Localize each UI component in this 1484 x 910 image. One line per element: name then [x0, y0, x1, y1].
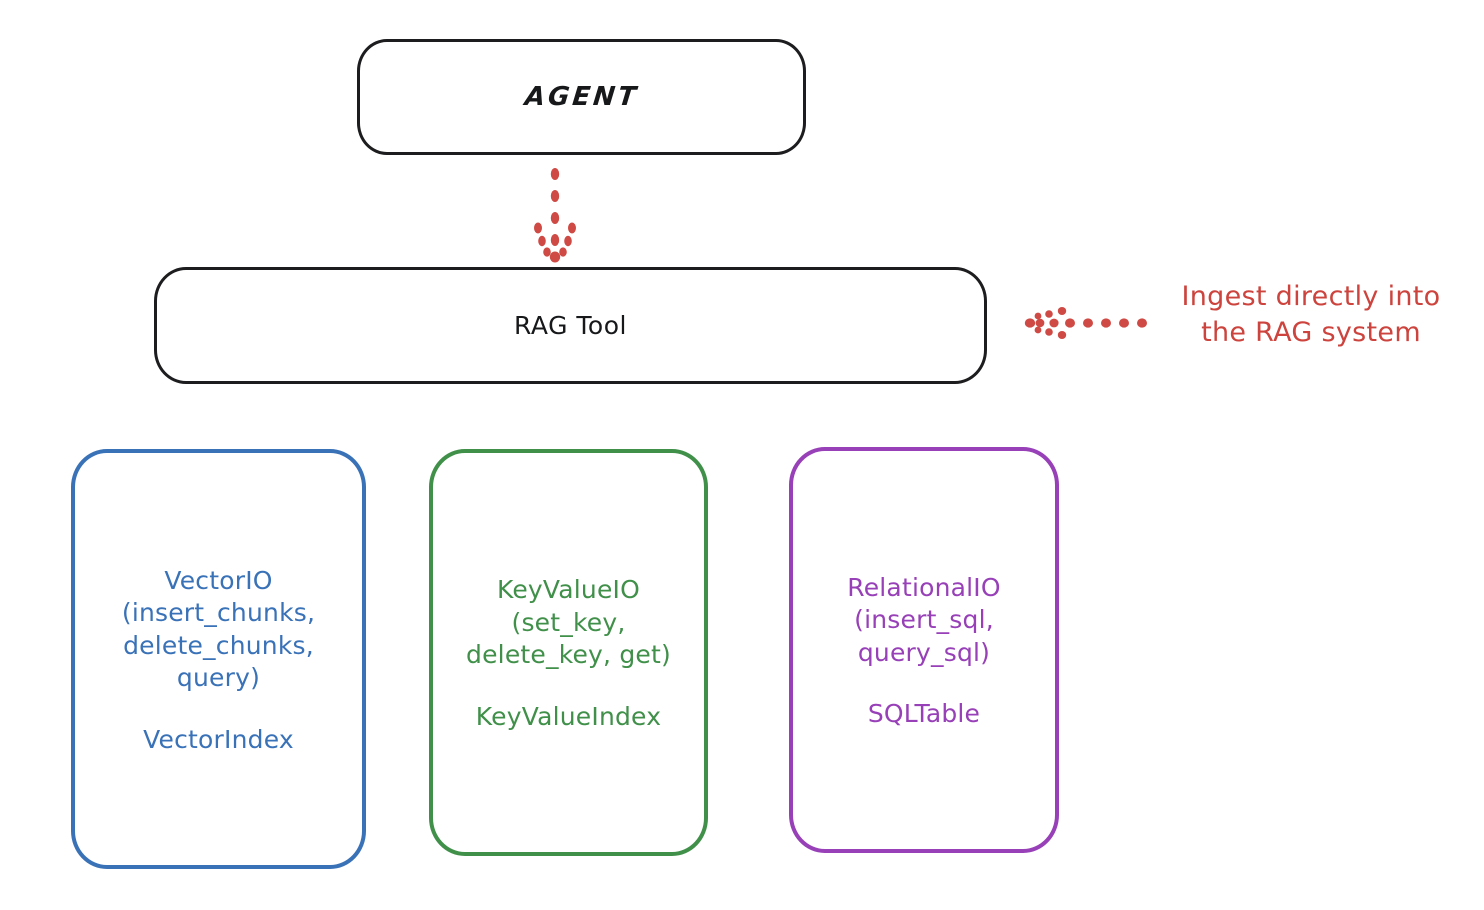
key-value-index-label: KeyValueIndex: [475, 701, 662, 731]
ingest-note-text: Ingest directly into the RAG system: [1181, 281, 1441, 349]
vector-index-label: VectorIndex: [143, 724, 294, 754]
key-value-io-card[interactable]: KeyValueIO (set_key, delete_key, get) Ke…: [429, 449, 708, 856]
ingest-note-arrow: [1024, 307, 1147, 339]
key-value-io-api-label: KeyValueIO (set_key, delete_key, get): [466, 575, 671, 670]
vector-io-api-label: VectorIO (insert_chunks, delete_chunks, …: [121, 565, 316, 693]
rag-tool-node-label: RAG Tool: [514, 311, 627, 340]
rag-tool-node[interactable]: RAG Tool: [154, 267, 987, 384]
agent-node-label: AGENT: [523, 82, 640, 112]
vector-io-card[interactable]: VectorIO (insert_chunks, delete_chunks, …: [71, 449, 366, 869]
relational-io-card[interactable]: RelationalIO (insert_sql, query_sql) SQL…: [789, 447, 1059, 853]
agent-to-rag-arrow: [534, 168, 576, 263]
sql-table-label: SQLTable: [867, 699, 981, 729]
relational-io-api-label: RelationalIO (insert_sql, query_sql): [847, 572, 1001, 667]
agent-node[interactable]: AGENT: [357, 39, 806, 155]
